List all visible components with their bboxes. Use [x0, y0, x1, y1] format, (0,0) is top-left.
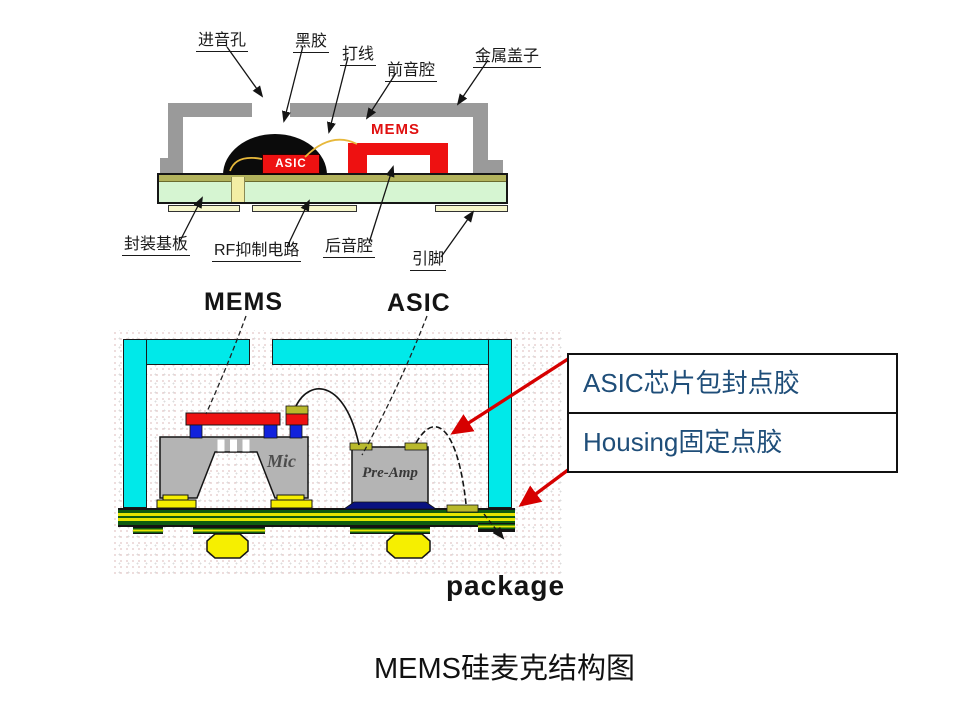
label-metal-lid: 金属盖子 — [473, 42, 542, 68]
package-leader — [483, 513, 505, 540]
die-attach-pads — [156, 494, 313, 509]
arrow-metal-lid — [456, 59, 489, 106]
metal-cover-left-wall — [168, 103, 183, 159]
gold-wire-right — [304, 138, 358, 158]
arrow-pins — [440, 210, 475, 258]
preamp-body — [351, 446, 429, 504]
arrow-asic-glue — [450, 357, 569, 435]
red-callout-arrows — [450, 357, 570, 507]
metal-cover-top-left — [168, 103, 252, 117]
housing-right-wall — [488, 339, 512, 508]
preamp-pad-right — [404, 442, 428, 451]
callout-asic-glue: ASIC芯片包封点胶 — [567, 353, 898, 414]
mems-die — [348, 143, 448, 173]
label-rf-circuit: RF抑制电路 — [212, 236, 302, 262]
pcb-bottom-pad-2 — [193, 527, 265, 534]
mic-membrane-plate — [185, 412, 281, 426]
solder-ball-right — [386, 533, 431, 559]
mic-anchor-left — [189, 424, 203, 439]
mic-contact-anchor — [289, 424, 303, 439]
mems-cavity — [367, 155, 430, 173]
arrow-back-cavity — [368, 165, 395, 244]
asic-chip-label: ASIC — [275, 158, 307, 170]
arrow-black-glue — [281, 45, 304, 123]
arrow-rf-circuit — [286, 199, 310, 248]
package-label: package — [445, 570, 566, 601]
figure-caption: MEMS硅麦克结构图 — [373, 653, 635, 685]
mems-header-leader — [205, 315, 247, 415]
label-substrate: 封装基板 — [122, 230, 191, 256]
asic-chip: ASIC — [262, 154, 320, 174]
mic-contact-pad — [285, 405, 309, 415]
mic-contact-post — [285, 413, 309, 426]
arrow-substrate — [179, 196, 203, 242]
substrate-via — [231, 177, 245, 202]
arrow-bond-wire — [326, 56, 349, 134]
preamp-label: Pre-Amp — [362, 465, 418, 481]
callout-boxes: ASIC芯片包封点胶 Housing固定点胶 — [567, 353, 898, 473]
bond-wire-preamp-to-pcb — [415, 425, 467, 505]
mic-backplate-slots — [217, 439, 250, 452]
pcb-bottom-pad-1 — [133, 527, 163, 534]
gold-wire-left — [229, 156, 263, 172]
housing-left-wall — [123, 339, 147, 508]
metal-cover-top-right — [290, 103, 488, 117]
label-pins: 引脚 — [410, 245, 447, 271]
substrate-top-layer — [159, 175, 506, 182]
preamp-die-attach — [342, 501, 438, 510]
top-label-arrows — [179, 45, 489, 258]
arrow-housing-glue — [518, 468, 570, 507]
mic-label: Mic — [267, 451, 296, 471]
housing-top-right — [272, 339, 512, 365]
label-sound-inlet: 进音孔 — [196, 26, 249, 52]
mems-die-label: MEMS — [371, 121, 420, 138]
pcb — [118, 508, 515, 527]
metal-cover-left-foot — [160, 158, 183, 175]
label-front-cavity: 前音腔 — [385, 56, 438, 82]
metal-cover-right-wall — [473, 103, 488, 161]
package-substrate — [157, 173, 508, 204]
gold-wires — [229, 138, 358, 172]
arrow-front-cavity — [365, 72, 397, 120]
asic-header-leader — [361, 315, 428, 456]
mems-header: MEMS — [204, 288, 283, 316]
callout-housing-glue: Housing固定点胶 — [567, 412, 898, 473]
asic-header: ASIC — [387, 289, 451, 317]
label-black-glue: 黑胶 — [293, 27, 330, 53]
solder-pad-left — [168, 205, 240, 212]
mic-anchor-right — [263, 424, 278, 439]
pcb-bottom-pad-3 — [350, 527, 430, 534]
arrow-sound-inlet — [226, 46, 264, 98]
preamp-pad-left — [349, 442, 373, 451]
solder-ball-left — [206, 533, 249, 559]
metal-cover-right-foot — [473, 160, 503, 175]
label-bond-wire: 打线 — [340, 40, 377, 66]
pcb-wire-pad — [446, 504, 479, 513]
bond-wire-mic-to-preamp — [295, 388, 360, 446]
label-back-cavity: 后音腔 — [323, 232, 376, 258]
